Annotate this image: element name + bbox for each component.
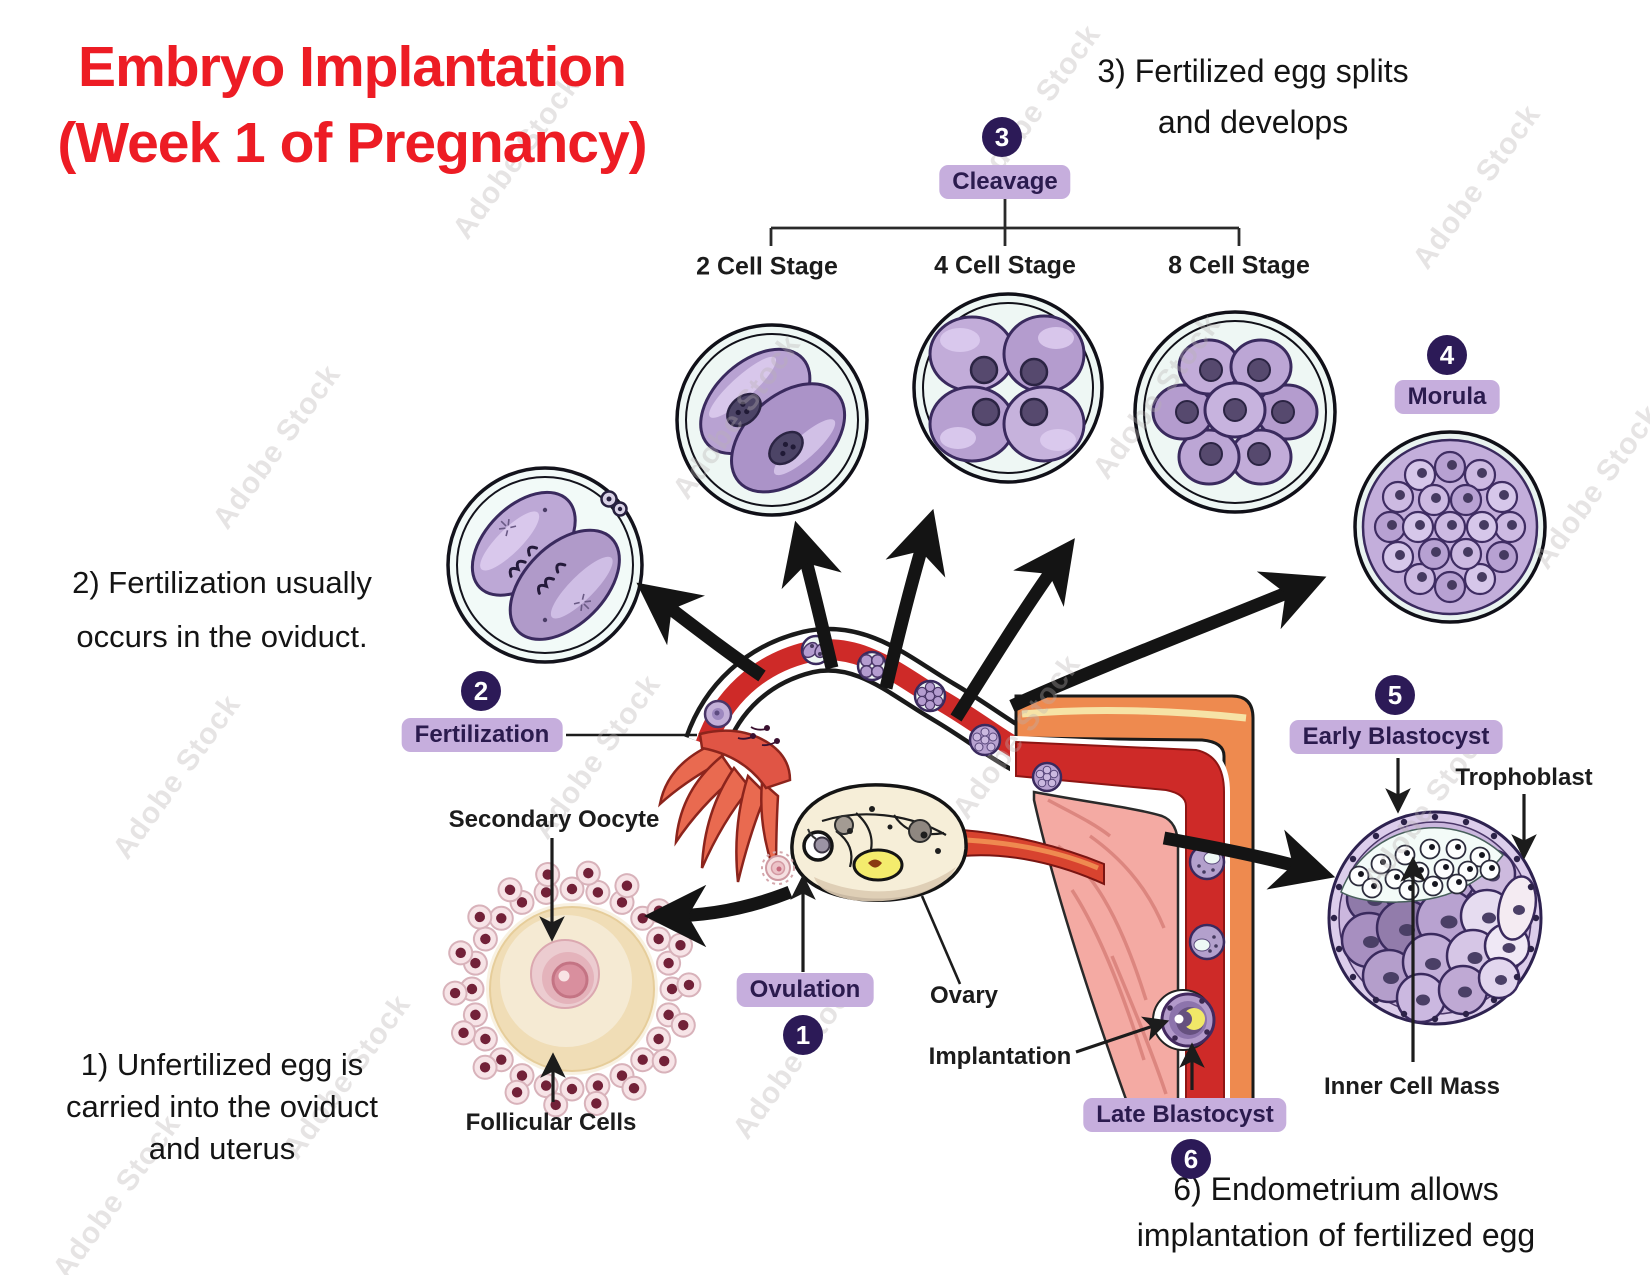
morula-illustration <box>1353 430 1547 624</box>
label-inner-cell-mass: Inner Cell Mass <box>1323 1073 1501 1100</box>
fimbriae-illustration <box>658 729 792 883</box>
blastocyst-small-2 <box>1188 923 1226 961</box>
arrow-to-8cell <box>950 538 1075 722</box>
label-cleavage: Cleavage <box>939 165 1071 199</box>
badge-1: 1 <box>783 1015 823 1055</box>
label-2-cell-stage: 2 Cell Stage <box>696 252 838 281</box>
ovarian-ligament <box>961 828 1105 886</box>
arrow-to-morula <box>1009 571 1327 712</box>
badge-4: 4 <box>1427 335 1467 375</box>
two-cell-illustration <box>675 323 869 517</box>
note-step3-line2: and develops <box>1157 104 1349 141</box>
label-implantation: Implantation <box>928 1043 1072 1070</box>
ovulated-egg <box>761 851 795 885</box>
zygote-small <box>703 699 780 747</box>
arrow-to-4cell <box>879 508 946 690</box>
note-step3-line1: 3) Fertilized egg splits <box>1097 53 1409 89</box>
secondary-oocyte-illustration <box>442 859 702 1119</box>
title-line-2: (Week 1 of Pregnancy) <box>57 110 647 175</box>
note-step1-line1: 1) Unfertilized egg is <box>80 1047 364 1082</box>
note-step2-line1: 2) Fertilization usually <box>72 565 372 600</box>
morula-small-2 <box>1031 761 1063 793</box>
arrow-to-2cell <box>781 520 842 670</box>
label-trophoblast: Trophoblast <box>1455 764 1593 791</box>
label-8-cell-stage: 8 Cell Stage <box>1168 251 1310 280</box>
late-blastocyst-illustration <box>1152 989 1216 1051</box>
note-step2: 2) Fertilization usually occurs in the o… <box>32 556 412 665</box>
label-connectors <box>539 733 1537 1102</box>
note-step1-line2: carried into the oviduct <box>66 1089 378 1125</box>
label-ovulation: Ovulation <box>736 973 874 1007</box>
ovary-line <box>920 895 962 985</box>
eight-cell-small <box>913 679 947 713</box>
label-morula: Morula <box>1394 380 1500 414</box>
fertilization-cell-illustration <box>446 466 644 664</box>
morula-small-1 <box>968 723 1002 757</box>
title-line-1: Embryo Implantation <box>78 35 627 99</box>
badge-6: 6 <box>1171 1139 1211 1179</box>
label-early-blastocyst: Early Blastocyst <box>1289 720 1503 754</box>
four-cell-illustration <box>912 292 1104 484</box>
stage-arrows <box>636 508 1336 948</box>
early-blastocyst-illustration <box>1327 810 1543 1026</box>
label-fertilization: Fertilization <box>401 718 563 752</box>
ovary-illustration <box>790 783 968 903</box>
label-secondary-oocyte: Secondary Oocyte <box>448 806 660 833</box>
note-step1: 1) Unfertilized egg is carried into the … <box>32 1044 412 1170</box>
four-cell-small <box>856 650 888 682</box>
label-late-blastocyst: Late Blastocyst <box>1083 1098 1287 1132</box>
label-follicular-cells: Follicular Cells <box>465 1109 637 1136</box>
arrow-to-fertilization <box>636 582 766 682</box>
eight-cell-illustration <box>1133 310 1337 514</box>
note-step6-line2: implantation of fertilized egg <box>1136 1217 1536 1254</box>
arrow-to-early-blastocyst <box>1162 829 1336 890</box>
page-title: Embryo Implantation (Week 1 of Pregnancy… <box>22 30 682 182</box>
badge-3: 3 <box>982 117 1022 157</box>
label-4-cell-stage: 4 Cell Stage <box>934 251 1076 280</box>
note-step1-line3: and uterus <box>148 1131 296 1167</box>
note-step2-line2: occurs in the oviduct. <box>76 619 368 655</box>
note-step6: 6) Endometrium allows implantation of fe… <box>1116 1166 1556 1259</box>
arrow-to-secondary-oocyte <box>643 884 793 948</box>
note-step6-line1: 6) Endometrium allows <box>1173 1171 1499 1207</box>
label-ovary: Ovary <box>929 982 999 1009</box>
badge-5: 5 <box>1375 675 1415 715</box>
implantation-arrow <box>1075 1016 1170 1054</box>
badge-2: 2 <box>461 671 501 711</box>
note-step3: 3) Fertilized egg splits and develops <box>1018 46 1488 148</box>
cleavage-bracket <box>769 199 1241 246</box>
